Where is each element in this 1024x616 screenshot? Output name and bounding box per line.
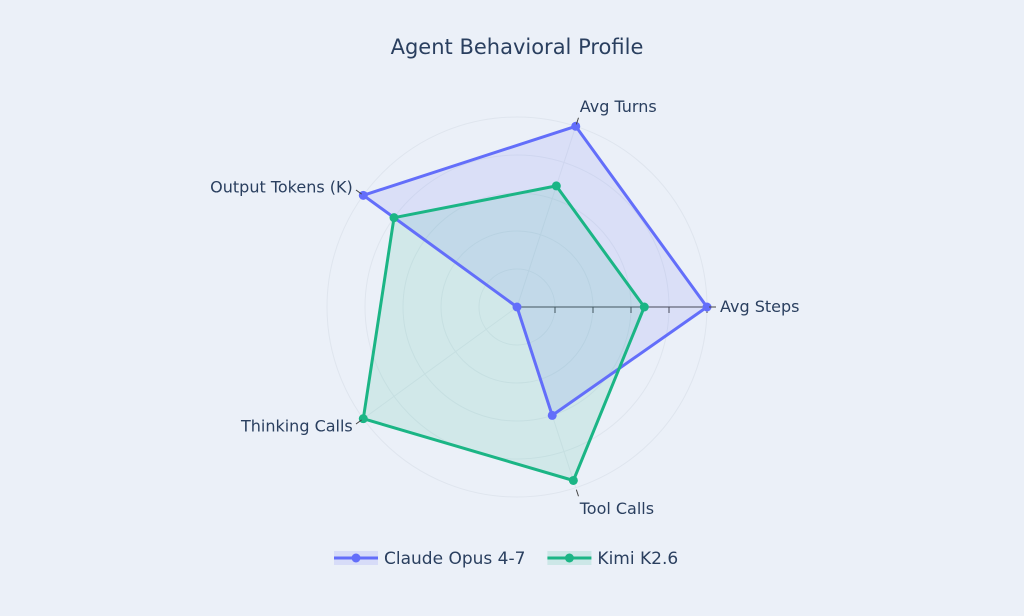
series-1-point-4 [512, 302, 522, 312]
series-1-point-2 [571, 121, 581, 131]
legend-marker-2 [564, 553, 574, 563]
legend-item-1: Claude Opus 4-7 [334, 549, 525, 569]
legend-label-2: Kimi K2.6 [597, 549, 678, 569]
series-fill-1 [363, 126, 707, 416]
axis-tick-3 [355, 189, 362, 195]
series-line-1 [361, 124, 709, 417]
axis-label-1: Avg Steps [720, 297, 799, 316]
axis-tick-2 [575, 117, 579, 125]
series-1-point-5 [547, 410, 557, 420]
legend-label-1: Claude Opus 4-7 [384, 549, 525, 569]
axis-label-5: Tool Calls [579, 499, 654, 518]
series-layer [358, 121, 712, 485]
axis-tick-4 [355, 419, 362, 425]
legend-item-2: Kimi K2.6 [547, 549, 678, 569]
grid-spoke-2 [516, 126, 577, 308]
axis-label-3: Output Tokens (K) [210, 178, 353, 197]
grid-spoke-4 [362, 306, 518, 420]
axis-label-2: Avg Turns [580, 97, 657, 116]
legend-marker-1 [351, 553, 361, 563]
series-2-point-3 [389, 213, 399, 223]
series-1-point-3 [358, 190, 368, 200]
series-2-point-2 [551, 181, 561, 191]
series-2-point-1 [639, 302, 649, 312]
series-2-point-5 [568, 475, 578, 485]
legend: Claude Opus 4-7 Kimi K2.6 [334, 549, 678, 569]
series-line-2 [361, 184, 646, 482]
series-1-point-1 [702, 302, 712, 312]
series-fill-2 [363, 185, 645, 481]
series-2-point-4 [358, 414, 368, 424]
axis-label-4: Thinking Calls [240, 416, 353, 435]
chart-title: Agent Behavioral Profile [391, 35, 644, 59]
axis-tick-5 [575, 489, 579, 497]
